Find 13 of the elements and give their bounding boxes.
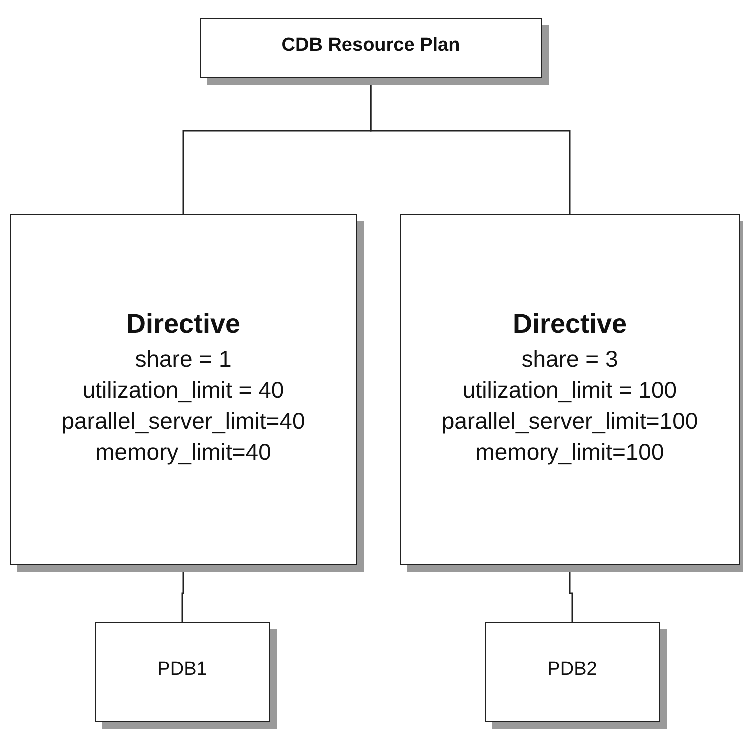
parameter-text: parallel_server_limit=100 [442, 408, 698, 435]
parameter-text: memory_limit=100 [476, 439, 664, 466]
parameter-text: share = 1 [135, 346, 232, 373]
parameter-text: utilization_limit = 40 [82, 377, 284, 404]
box-label: PDB2 [548, 659, 598, 681]
box-heading: Directive [512, 309, 628, 340]
parameter-text: parallel_server_limit=40 [62, 408, 306, 435]
parameter-text: memory_limit=40 [96, 439, 272, 466]
parameter-text: utilization_limit = 100 [462, 377, 678, 404]
parameter-text: share = 3 [522, 346, 618, 373]
box-label: CDB Resource Plan [282, 35, 460, 57]
box-label: PDB1 [158, 659, 208, 681]
box-heading: Directive [126, 309, 241, 340]
